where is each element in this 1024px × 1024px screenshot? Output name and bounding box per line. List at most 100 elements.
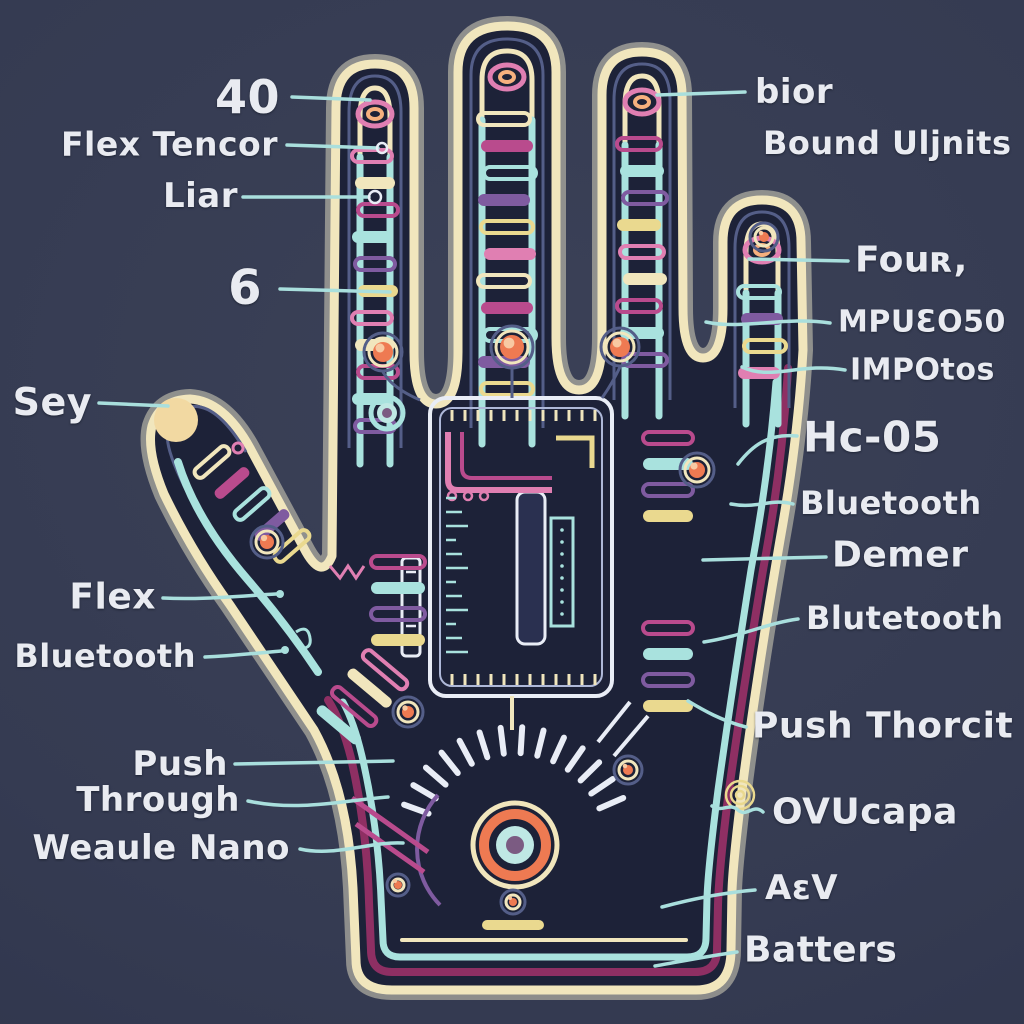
resistor-bar — [479, 219, 535, 235]
label-bluetooth-left: Bluetooth — [14, 637, 196, 675]
dial-tick — [588, 776, 616, 797]
resistor-bar — [347, 668, 392, 708]
dial-tick — [577, 759, 603, 784]
leader-line-ovucapa — [710, 804, 765, 815]
component-shape — [508, 896, 512, 900]
resistor-bar — [356, 202, 400, 218]
leader-line-flex-tencor — [285, 143, 380, 150]
resistor-bar — [623, 273, 667, 285]
resistor-bar — [192, 444, 232, 480]
dial-tick — [550, 734, 567, 765]
trace — [600, 366, 622, 399]
component-shape — [748, 221, 780, 253]
leader-lines — [97, 90, 850, 968]
finger-inner-line — [612, 62, 672, 400]
battery-bar — [482, 920, 544, 930]
resistor-bar — [360, 648, 410, 692]
label-demer: Demer — [832, 534, 969, 576]
knuckle-pad — [249, 524, 285, 560]
dial-tick — [497, 724, 507, 757]
component-shape — [729, 784, 751, 806]
fingertip-pad — [355, 99, 395, 129]
resistor-bar — [352, 231, 392, 243]
component-shape — [249, 524, 285, 560]
component-bars — [316, 430, 695, 745]
resistor-bar — [353, 256, 397, 272]
edge-stripe-magenta — [324, 364, 792, 976]
ic-cyan-bracket — [549, 516, 575, 628]
speaker-ring-outer — [470, 800, 560, 890]
label-ovucapa: OVUcapa — [772, 791, 958, 833]
component-shape — [254, 529, 280, 555]
component-shape — [734, 789, 746, 801]
resistor-bar — [478, 194, 530, 206]
resistor-bar — [617, 219, 661, 231]
silkscreen-dot — [560, 552, 564, 556]
component-bar — [643, 648, 693, 660]
fingertip-pad — [622, 87, 662, 117]
leader-marker-bluetooth-left — [281, 646, 289, 654]
leader-line-push — [233, 759, 395, 766]
label-bior: bior — [755, 72, 834, 112]
silkscreen-dot — [560, 588, 564, 592]
resistor-bar — [481, 140, 533, 152]
component-shape — [362, 331, 404, 373]
component-bar — [641, 482, 695, 498]
component-shape — [612, 754, 644, 786]
board-inner-outline — [439, 407, 603, 687]
label-through: Through — [76, 780, 240, 820]
dial-tick — [422, 764, 449, 788]
component-shape — [494, 329, 530, 365]
label-bluetooth-right: Bluetooth — [800, 484, 982, 522]
component-bar — [643, 700, 693, 712]
knuckle-pad — [612, 754, 644, 786]
component-shape — [678, 451, 716, 489]
silkscreen-dot — [560, 528, 564, 532]
solder-dot — [478, 490, 490, 502]
component-bar — [641, 672, 695, 688]
circuit-traces — [295, 366, 650, 930]
resistor-bar — [618, 244, 666, 260]
edge-stripe-cyan — [339, 378, 780, 961]
thumb-tip-pad — [154, 398, 198, 442]
label-sey: Sey — [12, 380, 92, 424]
component-shape — [622, 763, 628, 769]
component-pads — [249, 221, 780, 916]
finger-inner-line — [469, 37, 545, 428]
resistor-bar — [355, 177, 395, 189]
resistor-bar — [482, 165, 538, 181]
label-aev: AɛV — [765, 868, 839, 908]
label-blutetooth: Blutetooth — [806, 599, 1004, 637]
chip-pins — [406, 410, 597, 685]
board-outline — [428, 396, 614, 698]
zigzag — [328, 563, 366, 581]
leader-line-bior — [655, 90, 747, 97]
leader-line-batters — [653, 950, 739, 968]
knuckle-pad — [385, 872, 411, 898]
board-trace-deeppink — [460, 432, 552, 480]
component-shape — [394, 881, 402, 889]
component-shape — [368, 394, 406, 432]
dial-tick — [476, 729, 491, 761]
leader-marker-flex-tencor — [375, 141, 389, 155]
knuckle-pad — [599, 326, 641, 368]
resistor-bar — [484, 248, 536, 260]
silkscreen-dot — [560, 612, 564, 616]
trace-magenta — [350, 795, 430, 855]
leader-line-demer — [701, 555, 828, 562]
fingertip-pad — [487, 62, 527, 92]
resistor-bar — [742, 338, 788, 354]
resistor-bar — [316, 705, 361, 745]
component-bar — [371, 634, 425, 646]
dial-tick — [456, 737, 475, 767]
resistor-bar — [350, 148, 394, 164]
spiral-pad — [724, 779, 756, 811]
knuckle-pad — [748, 221, 780, 253]
component-shape — [599, 326, 641, 368]
board-trace-yellow — [556, 435, 595, 468]
label-push-thorcit: Push Thorcit — [752, 705, 1014, 747]
fingertip-pad-core — [498, 70, 516, 84]
component-shape — [683, 456, 711, 484]
leader-line-aev — [660, 888, 757, 909]
